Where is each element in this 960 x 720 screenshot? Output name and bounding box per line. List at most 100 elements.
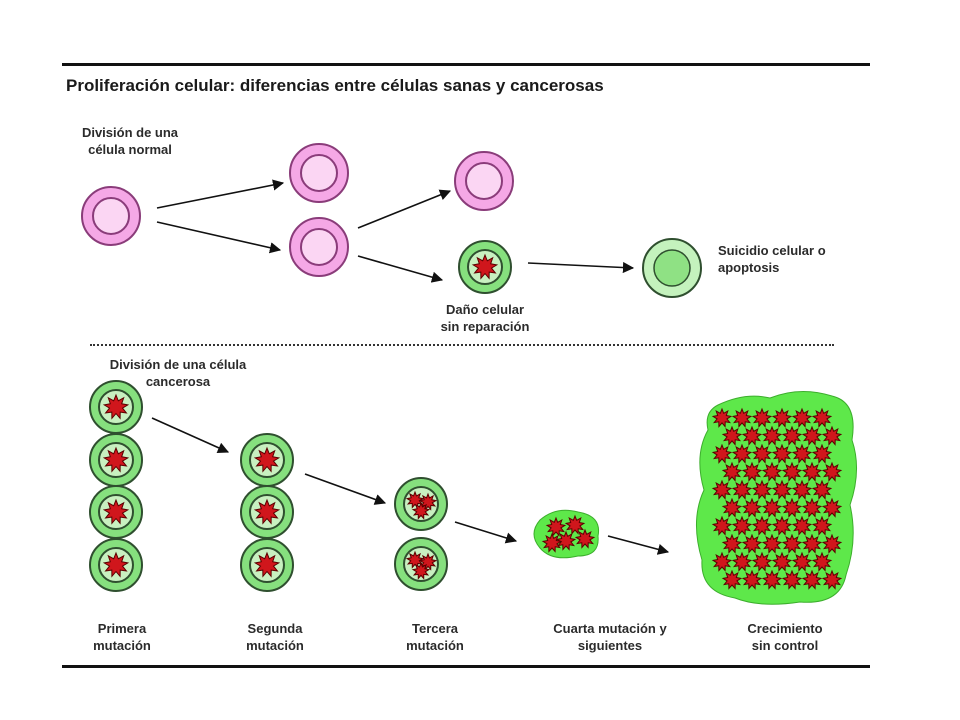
tumor-nucleus-3-1 (741, 461, 763, 482)
tumor-nucleus-3-5 (821, 461, 843, 482)
tumor-nucleus-6-4 (791, 515, 813, 536)
arrow-lower-to-damaged (357, 255, 444, 283)
cluster-nucleus-3 (555, 530, 577, 551)
third-mutation-cell-1-nucleus-a (405, 490, 425, 509)
tumor-nucleus-9-5 (821, 569, 843, 590)
cluster-nucleus-5 (541, 532, 563, 553)
tumor-nucleus-3-3 (781, 461, 803, 482)
tumor-nucleus-0-4 (791, 407, 813, 428)
bottom-rule (62, 665, 870, 668)
tumor-nucleus-6-2 (751, 515, 773, 536)
arrow-stage4-to-growth (607, 535, 670, 555)
tumor-nucleus-5-4 (801, 497, 823, 518)
tumor-nucleus-9-1 (741, 569, 763, 590)
tumor-mass (695, 390, 858, 605)
tumor-nucleus-8-5 (811, 551, 833, 572)
tumor-nucleus-2-2 (751, 443, 773, 464)
tumor-nucleus-1-0 (721, 425, 743, 446)
arrow-parent-to-lower (156, 221, 282, 254)
third-mutation-cell-2-nucleus-c (411, 561, 431, 580)
healthy-cell-upper-nucleus (300, 154, 338, 192)
tumor-nucleus-5-1 (741, 497, 763, 518)
arrow-parent-to-upper (156, 179, 285, 209)
tumor-nucleus-8-0 (711, 551, 733, 572)
top-rule (62, 63, 870, 66)
tumor-nucleus-2-3 (771, 443, 793, 464)
tumor-nucleus-9-4 (801, 569, 823, 590)
tumor-nucleus-2-0 (711, 443, 733, 464)
cluster-nucleus-1 (545, 516, 567, 537)
tumor-nucleus-6-5 (811, 515, 833, 536)
apoptosis-label: Suicidio celular o apoptosis (718, 243, 826, 275)
first-mutation-cell-2-nucleus (102, 446, 130, 473)
tumor-nucleus-4-1 (731, 479, 753, 500)
tumor-nucleus-0-5 (811, 407, 833, 428)
diagram-title: Proliferación celular: diferencias entre… (66, 76, 604, 95)
tumor-nucleus-8-2 (751, 551, 773, 572)
arrow-stage3-to-stage4 (454, 521, 518, 544)
tumor-nucleus-9-0 (721, 569, 743, 590)
cluster-nucleus-4 (574, 528, 596, 549)
tumor-nucleus-5-5 (821, 497, 843, 518)
stage-label-1: Primera mutación (93, 621, 151, 653)
apoptotic-cell-nucleus (653, 249, 691, 287)
normal-division-label: División de una célula normal (81, 125, 179, 157)
stage-label-2: Segunda mutación (246, 621, 304, 653)
arrow-damaged-to-apoptosis (527, 261, 635, 274)
third-mutation-cell-1-nucleus-b (418, 492, 438, 511)
healthy-cell-parent-nucleus (92, 197, 130, 235)
tumor-nucleus-1-2 (761, 425, 783, 446)
tumor-nucleus-0-3 (771, 407, 793, 428)
tumor-nucleus-8-3 (771, 551, 793, 572)
tumor-nucleus-3-0 (721, 461, 743, 482)
damage-label: Daño celular sin reparación (440, 302, 530, 334)
tumor-nucleus-7-1 (741, 533, 763, 554)
third-mutation-cell-2-nucleus-a (405, 550, 425, 569)
tumor-nucleus-0-1 (731, 407, 753, 428)
tumor-nucleus-7-4 (801, 533, 823, 554)
tumor-nucleus-6-0 (711, 515, 733, 536)
tumor-nucleus-5-3 (781, 497, 803, 518)
third-mutation-cell-1-nucleus-c (411, 501, 431, 520)
tumor-nucleus-4-5 (811, 479, 833, 500)
cluster-nucleus-2 (564, 514, 586, 535)
tumor-nucleus-3-4 (801, 461, 823, 482)
second-mutation-cell-2-nucleus (253, 498, 281, 525)
tumor-nucleus-0-2 (751, 407, 773, 428)
tumor-nucleus-9-2 (761, 569, 783, 590)
stage-label-5: Crecimiento sin control (747, 621, 823, 653)
healthy-cell-third-nucleus (465, 162, 503, 200)
tumor-nucleus-7-3 (781, 533, 803, 554)
section-divider (90, 344, 834, 346)
first-mutation-cell-4-nucleus (102, 551, 130, 578)
tumor-nucleus-9-3 (781, 569, 803, 590)
tumor-nucleus-2-4 (791, 443, 813, 464)
cancer-division-label: División de una célula cancerosa (109, 357, 247, 389)
first-mutation-cell-1-nucleus (102, 393, 130, 420)
tumor-nucleus-1-1 (741, 425, 763, 446)
damaged-cell-nucleus (471, 253, 499, 280)
arrow-lower-to-healthy (357, 189, 452, 229)
tumor-nucleus-8-4 (791, 551, 813, 572)
arrow-stage1-to-stage2 (151, 417, 230, 453)
tumor-nucleus-4-3 (771, 479, 793, 500)
stage-label-3: Tercera mutación (406, 621, 464, 653)
tumor-nucleus-5-2 (761, 497, 783, 518)
second-mutation-cell-3-nucleus (253, 551, 281, 578)
tumor-nucleus-7-2 (761, 533, 783, 554)
tumor-nucleus-2-5 (811, 443, 833, 464)
tumor-nucleus-3-2 (761, 461, 783, 482)
tumor-nucleus-1-3 (781, 425, 803, 446)
tumor-nucleus-6-3 (771, 515, 793, 536)
second-mutation-cell-1-nucleus (253, 446, 281, 473)
third-mutation-cell-2-nucleus-b (418, 552, 438, 571)
tumor-nucleus-1-5 (821, 425, 843, 446)
tumor-nucleus-4-0 (711, 479, 733, 500)
tumor-nucleus-8-1 (731, 551, 753, 572)
tumor-nucleus-1-4 (801, 425, 823, 446)
tumor-nucleus-4-2 (751, 479, 773, 500)
tumor-nucleus-4-4 (791, 479, 813, 500)
arrow-stage2-to-stage3 (304, 473, 387, 505)
